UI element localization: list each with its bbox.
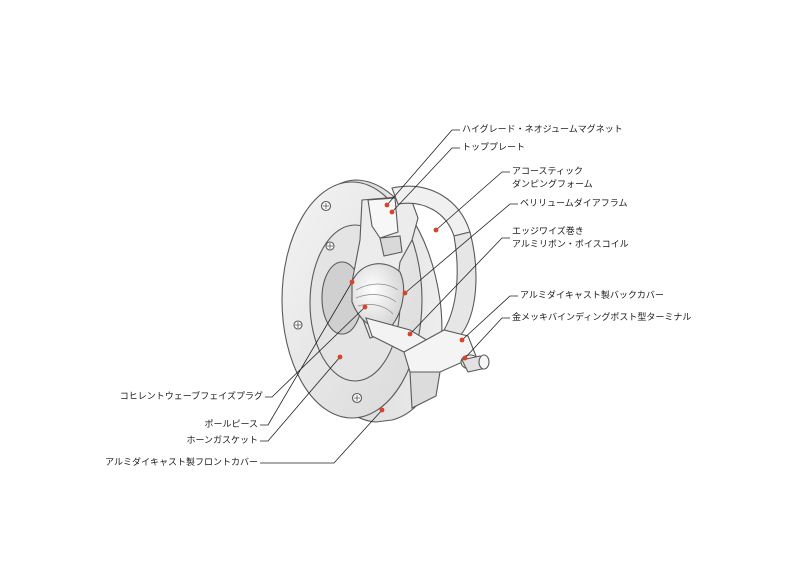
leader-lines — [260, 129, 518, 464]
screw-icons — [293, 200, 363, 404]
label-top-plate: トッププレート — [462, 143, 526, 153]
label-acoustic-foam-line1: アコースティック — [512, 167, 584, 177]
label-acoustic-foam-line2: ダンピングフォーム — [512, 180, 593, 190]
callout-dots — [337, 202, 468, 413]
label-pole-piece: ポールピース — [204, 420, 258, 430]
callout-dot — [407, 331, 413, 337]
callout-dot — [462, 355, 468, 361]
callout-dot — [402, 290, 408, 296]
callout-dot — [379, 407, 385, 413]
screw-icon — [325, 241, 335, 251]
label-front-cover: アルミダイキャスト製フロントカバー — [105, 458, 258, 468]
label-terminal: 金メッキバインディングポスト型ターミナル — [512, 313, 692, 323]
callout-dot — [349, 279, 355, 285]
label-voice-coil-line2: アルミリボン・ボイスコイル — [512, 240, 629, 250]
label-voice-coil-line1: エッジワイズ巻き — [512, 227, 584, 237]
callout-dot — [389, 209, 395, 215]
terminal-post — [460, 354, 490, 373]
label-horn-gasket: ホーンガスケット — [186, 436, 258, 446]
callout-dot — [384, 202, 390, 208]
screw-icon — [320, 200, 332, 212]
label-diaphragm: ベリリュームダイアフラム — [520, 199, 628, 209]
back-cover-body — [391, 185, 477, 409]
callout-dot — [433, 227, 439, 233]
callout-dot — [362, 304, 368, 310]
screw-icon — [351, 392, 363, 404]
label-back-cover: アルミダイキャスト製バックカバー — [520, 291, 664, 301]
callout-dot — [459, 337, 465, 343]
label-phase-plug: コヒレントウェーブフェイズプラグ — [119, 392, 263, 402]
screw-icon — [293, 320, 303, 330]
label-magnet: ハイグレード・ネオジュームマグネット — [462, 125, 623, 135]
callout-dot — [337, 354, 343, 360]
cutaway-internals — [351, 195, 432, 353]
